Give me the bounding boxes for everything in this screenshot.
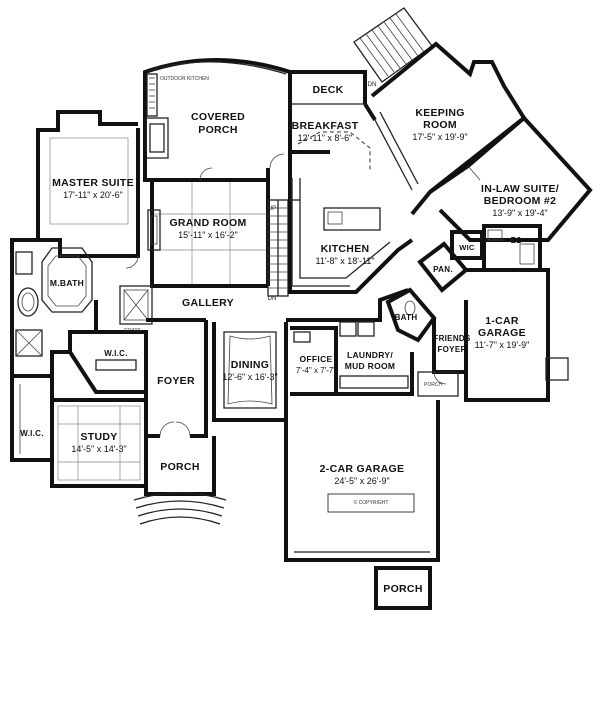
half-bath: BATH bbox=[385, 287, 437, 343]
one-car-garage-dim: 11'-7" x 19'-9" bbox=[475, 340, 530, 350]
breakfast-dim: 12'-11" x 8'-6" bbox=[298, 133, 353, 143]
breakfast-label: BREAKFAST bbox=[292, 120, 359, 132]
grand-room-label: GRAND ROOM bbox=[169, 217, 246, 229]
bath-2-label: B2 bbox=[511, 236, 522, 245]
friends-foyer-label-2: FOYER bbox=[437, 345, 466, 354]
office: OFFICE 7'-4" x 7'-7" bbox=[290, 326, 338, 396]
friends-foyer-label-1: FRIENDS bbox=[433, 334, 471, 343]
keeping-room-label-2: ROOM bbox=[423, 119, 457, 131]
study-label: STUDY bbox=[80, 431, 117, 443]
deck: DECK bbox=[290, 70, 367, 105]
stairs-down-label: DN bbox=[268, 296, 277, 302]
one-car-garage: 1-CAR GARAGE 11'-7" x 19'-9" bbox=[464, 268, 569, 402]
in-law-suite-label-1: IN-LAW SUITE/ bbox=[481, 183, 559, 195]
kitchen-label: KITCHEN bbox=[321, 243, 370, 255]
master-bath: M.BATH bbox=[10, 238, 98, 378]
dining-label: DINING bbox=[231, 359, 270, 371]
garage-porch-label: PORCH bbox=[383, 583, 422, 595]
in-law-suite-dim: 13'-9" x 19'-4" bbox=[492, 208, 547, 218]
front-porch-label: PORCH bbox=[160, 461, 199, 473]
study-wic: W.I.C. bbox=[10, 376, 54, 462]
garage-porch: PORCH bbox=[374, 566, 432, 610]
main-stairs: UP DN bbox=[267, 199, 289, 302]
deck-label: DECK bbox=[313, 84, 344, 96]
deck-down-label: DN bbox=[368, 82, 377, 88]
master-suite-dim: 17'-11" x 20'-6" bbox=[63, 190, 123, 200]
master-wic: W.I.C. bbox=[68, 330, 148, 394]
in-law-suite-label-2: BEDROOM #2 bbox=[484, 195, 556, 207]
study: STUDY 14'-5" x 14'-3" bbox=[50, 398, 148, 488]
two-car-garage: © COPYRIGHT 2-CAR GARAGE 24'-5" x 26'-9" bbox=[284, 398, 440, 562]
laundry-label-1: LAUNDRY/ bbox=[347, 350, 393, 360]
office-label: OFFICE bbox=[300, 354, 333, 364]
gallery: GALLERY bbox=[146, 297, 336, 322]
master-suite-label: MASTER SUITE bbox=[52, 177, 134, 189]
stairs-up-label: UP bbox=[268, 206, 276, 212]
friends-foyer: FRIENDS FOYER bbox=[432, 300, 471, 374]
foyer-label: FOYER bbox=[157, 375, 195, 387]
half-bath-label: BATH bbox=[395, 313, 418, 322]
two-car-garage-label: 2-CAR GARAGE bbox=[320, 463, 405, 475]
coats-label: COATS bbox=[124, 328, 142, 334]
grand-room: GRAND ROOM 15'-11" x 16'-2" bbox=[143, 152, 270, 288]
side-porch: PORCH bbox=[417, 371, 459, 397]
kitchen: KITCHEN 11'-8" x 18'-11" bbox=[288, 168, 414, 294]
master-suite: MASTER SUITE 17'-11" x 20'-6" bbox=[36, 110, 140, 258]
grand-room-dim: 15'-11" x 16'-2" bbox=[178, 230, 238, 240]
outdoor-kitchen-label: OUTDOOR KITCHEN bbox=[160, 76, 209, 82]
coats-area: COATS bbox=[119, 285, 153, 334]
master-wic-label: W.I.C. bbox=[104, 349, 128, 358]
master-bath-label: M.BATH bbox=[50, 278, 84, 288]
copyright-note: © COPYRIGHT bbox=[354, 499, 389, 506]
gallery-label: GALLERY bbox=[182, 297, 234, 309]
dining: DINING 12'-6" x 16'-3" bbox=[212, 322, 288, 422]
keeping-room-label-1: KEEPING bbox=[415, 107, 464, 119]
covered-porch-label-2: PORCH bbox=[198, 124, 237, 136]
front-porch: PORCH bbox=[133, 436, 227, 525]
two-car-garage-dim: 24'-5" x 26'-9" bbox=[334, 476, 389, 486]
laundry-label-2: MUD ROOM bbox=[345, 361, 396, 371]
keeping-room-dim: 17'-5" x 19'-9" bbox=[412, 132, 467, 142]
bath-2: B2 bbox=[482, 224, 542, 272]
one-car-garage-label-2: GARAGE bbox=[478, 327, 526, 339]
door-swings bbox=[125, 153, 447, 437]
in-law-wic-label: WIC bbox=[459, 243, 475, 252]
study-wic-label: W.I.C. bbox=[20, 429, 44, 438]
one-car-garage-label-1: 1-CAR bbox=[485, 315, 519, 327]
keeping-room: KEEPING ROOM 17'-5" x 19'-9" DN bbox=[368, 41, 527, 216]
covered-porch-label-1: COVERED bbox=[191, 111, 245, 123]
breakfast: BREAKFAST 12'-11" x 8'-6" bbox=[288, 102, 377, 170]
office-dim: 7'-4" x 7'-7" bbox=[296, 366, 336, 375]
covered-porch: OUTDOOR KITCHEN COVERED PORCH bbox=[143, 58, 292, 168]
dining-dim: 12'-6" x 16'-3" bbox=[222, 372, 277, 382]
kitchen-dim: 11'-8" x 18'-11" bbox=[315, 256, 374, 266]
laundry-mud-room: LAUNDRY/ MUD ROOM bbox=[336, 288, 414, 396]
side-porch-label: PORCH bbox=[424, 382, 442, 388]
foyer: FOYER bbox=[144, 320, 208, 438]
pantry-label: PAN. bbox=[433, 265, 453, 274]
study-dim: 14'-5" x 14'-3" bbox=[71, 444, 126, 454]
